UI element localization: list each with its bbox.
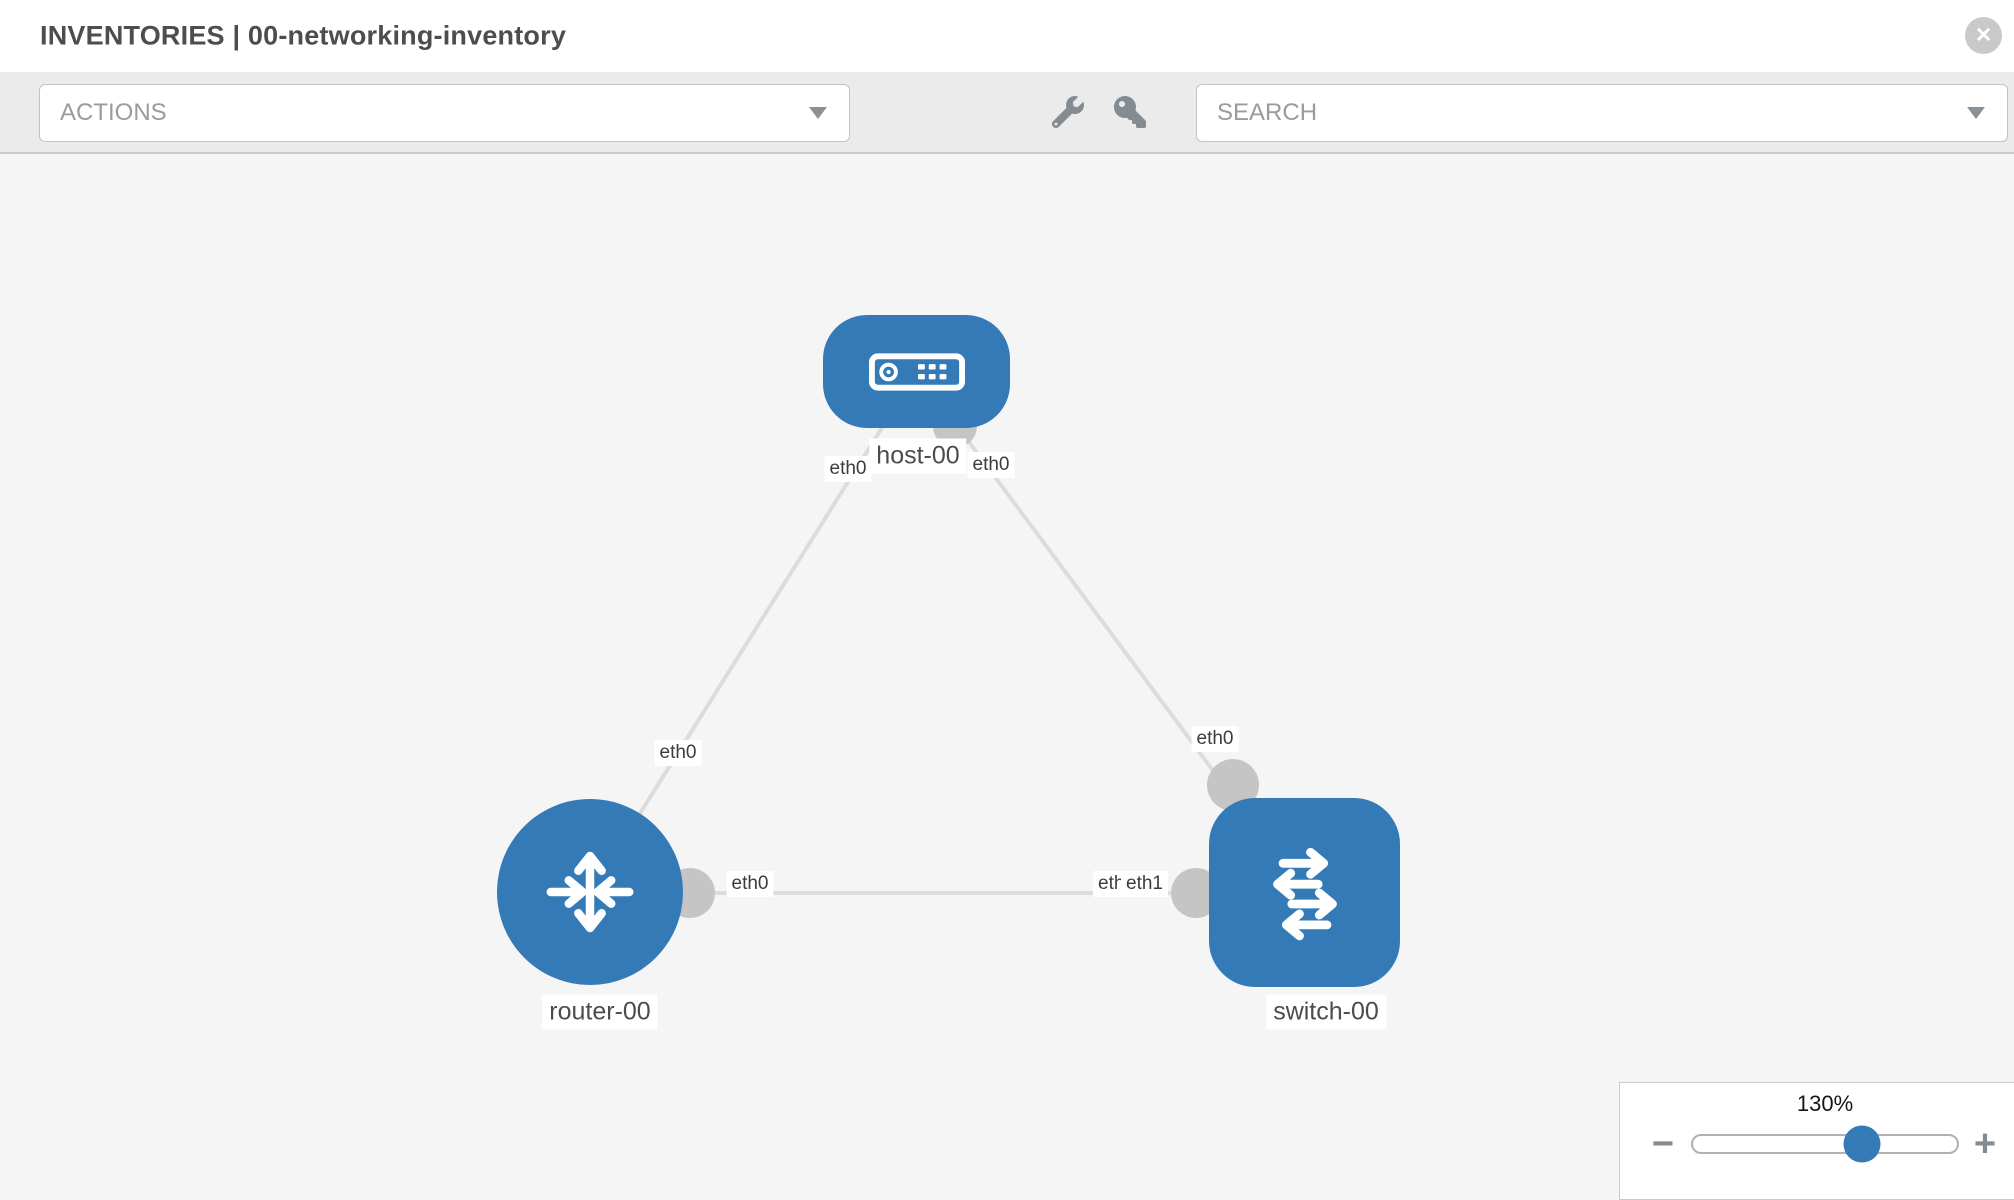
zoom-out-button[interactable]: − <box>1651 1123 1675 1165</box>
interface-label-router-to-switch: eth0 <box>726 871 774 897</box>
topology-canvas[interactable]: host-00 router-00 switch-00 eth0 eth0 et… <box>0 154 2014 1200</box>
zoom-control-panel: 130% − + <box>1619 1082 2014 1200</box>
node-label-host: host-00 <box>869 438 967 474</box>
interface-label-host-to-router: eth0 <box>824 456 872 482</box>
endpoint-switch-left <box>1171 868 1221 918</box>
router-arrows-icon <box>546 851 634 933</box>
host-device-icon <box>868 352 965 391</box>
page-title: INVENTORIES | 00-networking-inventory <box>40 20 567 51</box>
key-button[interactable] <box>1110 92 1150 132</box>
actions-dropdown-label: ACTIONS <box>60 99 167 126</box>
node-label-switch: switch-00 <box>1266 994 1386 1030</box>
zoom-slider[interactable] <box>1691 1125 1959 1163</box>
search-dropdown-label: SEARCH <box>1217 99 1318 126</box>
switch-arrows-icon <box>1272 847 1337 940</box>
node-router[interactable] <box>497 799 683 985</box>
zoom-level-label: 130% <box>1796 1091 1854 1116</box>
caret-down-icon <box>809 107 827 119</box>
header: INVENTORIES | 00-networking-inventory ✕ <box>0 0 2014 72</box>
wrench-icon <box>1052 96 1084 128</box>
node-switch[interactable] <box>1209 798 1400 987</box>
actions-dropdown[interactable]: ACTIONS <box>39 84 850 142</box>
close-icon: ✕ <box>1974 24 1993 47</box>
interface-label-switch-to-host: eth0 <box>1191 726 1239 752</box>
caret-down-icon <box>1967 107 1985 119</box>
interface-label-router-to-host: eth0 <box>654 740 702 766</box>
zoom-in-button[interactable]: + <box>1973 1123 1997 1165</box>
tools-button[interactable] <box>1048 92 1088 132</box>
topology-links-layer <box>588 370 1306 918</box>
interface-label-switch-to-router: eth1 <box>1121 871 1168 897</box>
search-dropdown[interactable]: SEARCH <box>1196 84 2008 142</box>
node-label-router: router-00 <box>542 994 658 1030</box>
toolbar: ACTIONS SEARCH <box>0 72 2014 154</box>
key-icon <box>1114 96 1146 128</box>
interface-label-host-to-switch: eth0 <box>967 452 1015 478</box>
zoom-slider-thumb[interactable] <box>1843 1125 1881 1163</box>
close-button[interactable]: ✕ <box>1965 17 2002 54</box>
node-host[interactable] <box>823 315 1010 428</box>
